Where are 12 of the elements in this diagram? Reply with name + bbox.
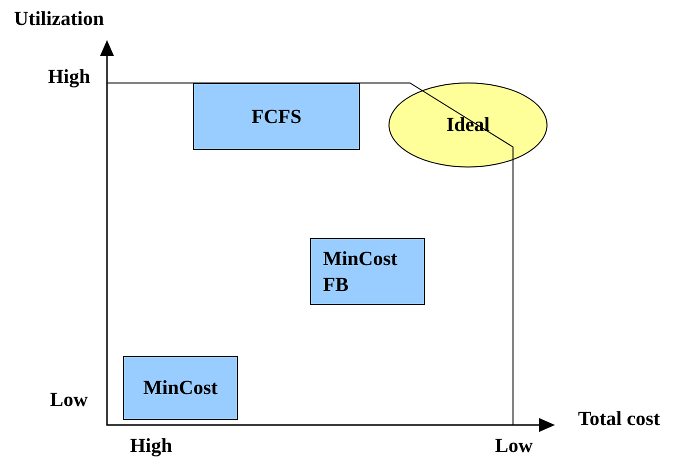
axis-label: High xyxy=(48,66,90,89)
node-label: FCFS xyxy=(252,104,302,130)
method-box xyxy=(310,238,425,305)
method-box xyxy=(123,356,238,420)
axis-label: Total cost xyxy=(578,408,660,431)
axis-label: Low xyxy=(50,389,88,412)
node-label: MinCost xyxy=(143,376,218,401)
method-box xyxy=(193,83,360,150)
axis-label: Low xyxy=(495,435,533,457)
axis-label: Utilization xyxy=(14,8,104,31)
node-label: MinCost FB xyxy=(323,246,398,298)
axis-label: High xyxy=(130,435,172,457)
